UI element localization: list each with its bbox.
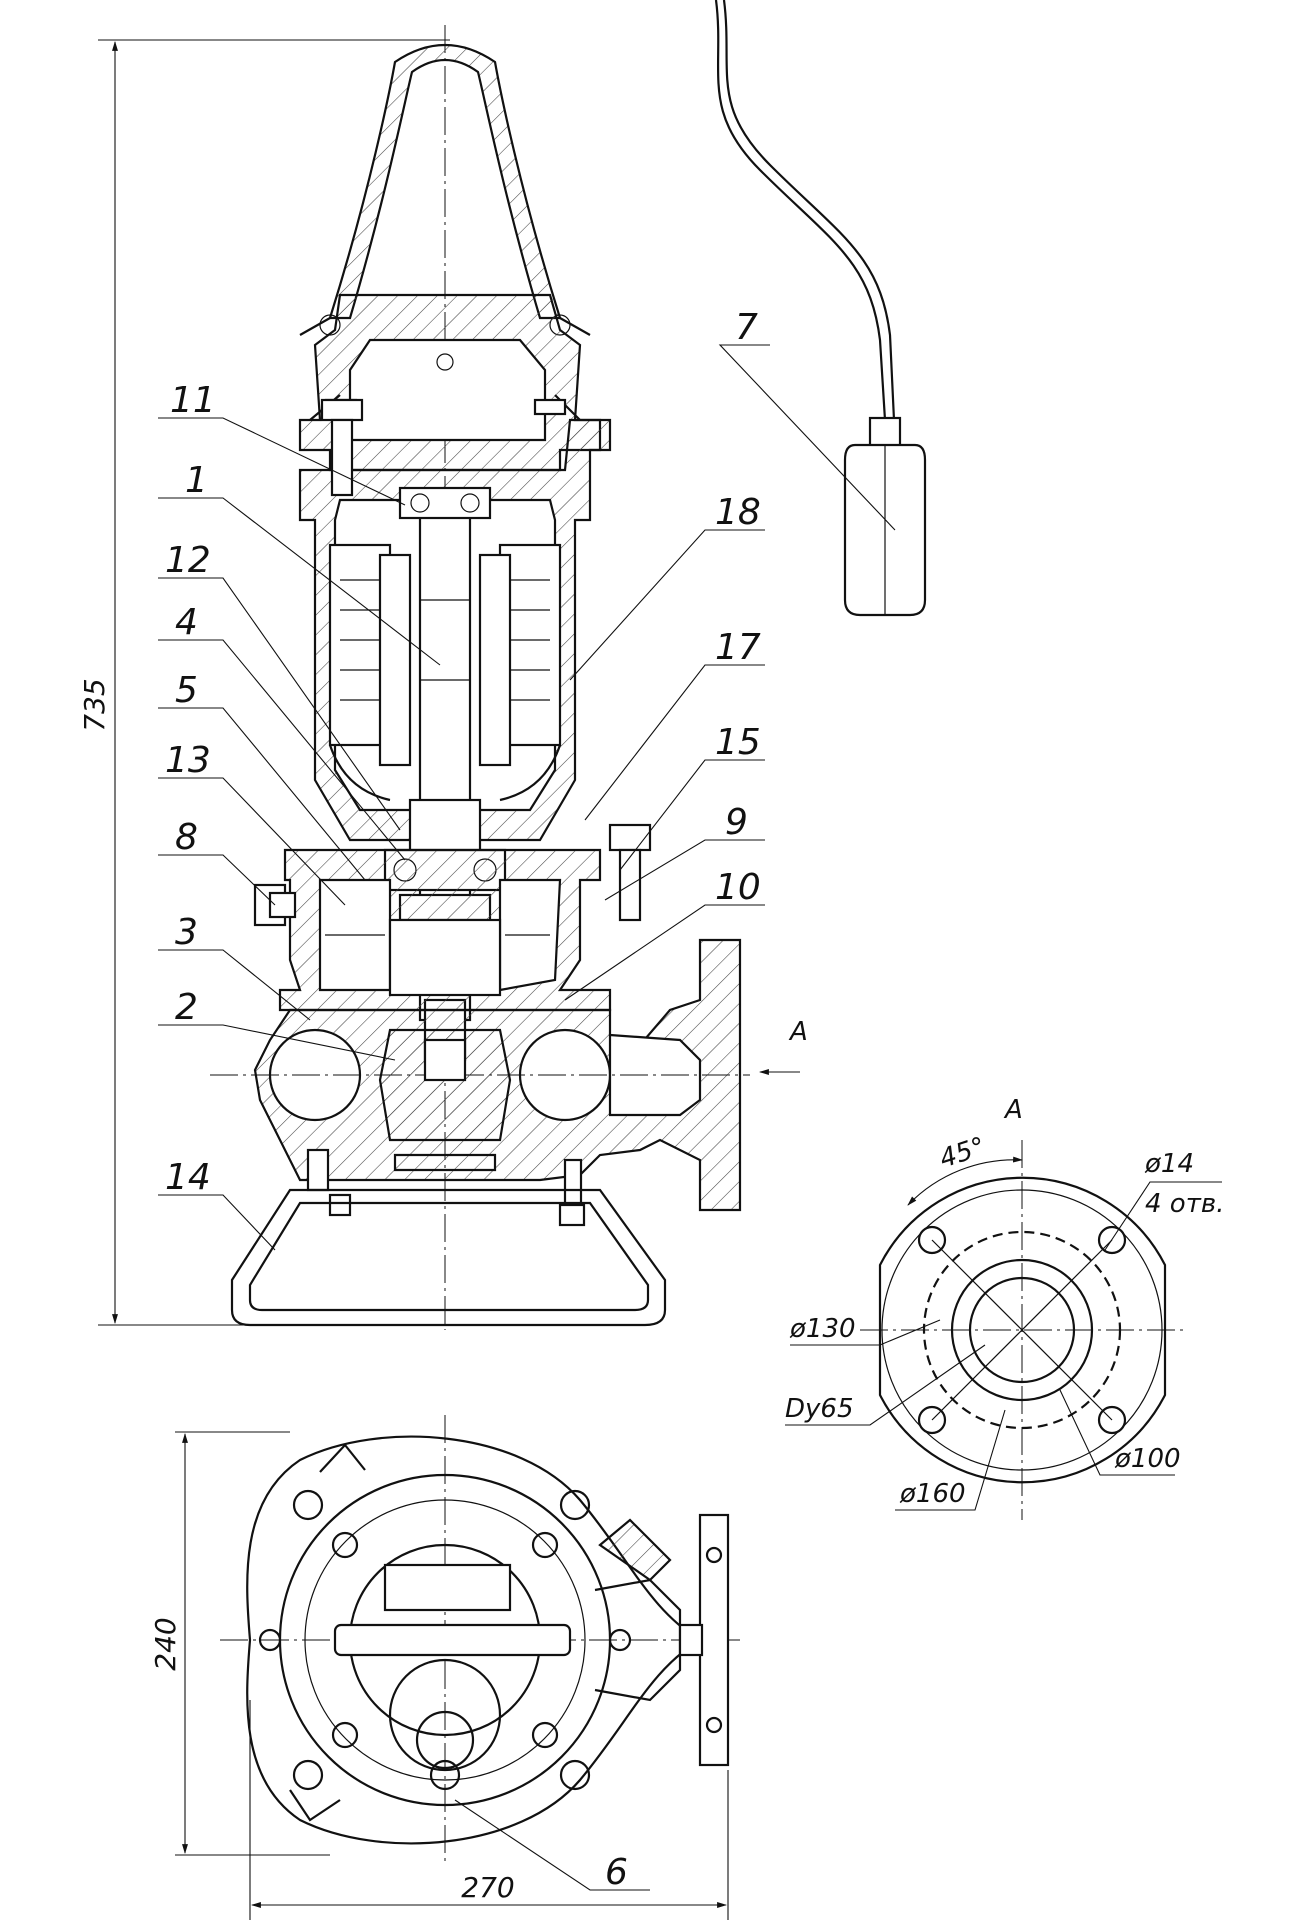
callout-12: 12 bbox=[165, 540, 211, 581]
top-view bbox=[220, 1415, 740, 1865]
callout-8: 8 bbox=[175, 817, 198, 858]
view-a-label: A bbox=[1003, 1095, 1023, 1125]
callout-18: 18 bbox=[715, 492, 761, 533]
impeller bbox=[378, 1028, 512, 1172]
stator bbox=[328, 543, 562, 802]
callout-10: 10 bbox=[715, 867, 761, 908]
callout-6: 6 bbox=[605, 1852, 628, 1893]
flange-view: A 45° ø14 4 отв. ø130 Dy65 ø160 ø100 bbox=[785, 1095, 1224, 1520]
callout-15: 15 bbox=[715, 722, 761, 763]
callout-17: 17 bbox=[715, 627, 761, 668]
callout-13: 13 bbox=[165, 740, 211, 781]
d160-label: ø160 bbox=[899, 1479, 966, 1509]
lifting-handle bbox=[299, 44, 591, 336]
callout-5: 5 bbox=[175, 670, 198, 711]
callout-9: 9 bbox=[725, 802, 748, 843]
hole-count-label: 4 отв. bbox=[1145, 1189, 1224, 1219]
top-view-height-dimension: 240 bbox=[149, 1431, 330, 1856]
section-arrow: A bbox=[759, 1017, 808, 1075]
callout-1: 1 bbox=[185, 460, 208, 501]
hole-diameter-label: ø14 bbox=[1144, 1149, 1194, 1179]
callout-4: 4 bbox=[175, 602, 198, 643]
angle-label: 45° bbox=[936, 1132, 989, 1175]
upper-bearing bbox=[398, 486, 492, 520]
top-view-height-label: 240 bbox=[149, 1617, 182, 1670]
top-left-bolt bbox=[320, 398, 364, 497]
main-section-view: A bbox=[210, 25, 808, 1330]
callout-3: 3 bbox=[175, 912, 198, 953]
top-view-bolts bbox=[258, 1489, 632, 1791]
callout-7: 7 bbox=[735, 307, 758, 348]
top-view-width-dimension: 270 bbox=[249, 1700, 729, 1920]
drain-plug bbox=[253, 883, 297, 927]
oil-chamber bbox=[278, 848, 612, 1012]
base-bolts bbox=[306, 1148, 586, 1227]
dy65-label: Dy65 bbox=[785, 1394, 854, 1424]
section-arrow-label: A bbox=[788, 1017, 808, 1047]
callout-leaders bbox=[158, 344, 896, 1891]
callout-numbers: 11 1 12 4 5 13 8 3 2 14 7 18 17 15 9 10 … bbox=[165, 307, 761, 1893]
height-dimension-label: 735 bbox=[78, 678, 111, 731]
float-switch bbox=[714, 0, 927, 617]
height-dimension: 735 bbox=[78, 39, 450, 1326]
callout-2: 2 bbox=[175, 987, 198, 1028]
d130-label: ø130 bbox=[789, 1314, 856, 1344]
callout-14: 14 bbox=[165, 1157, 211, 1198]
top-view-width-label: 270 bbox=[461, 1871, 514, 1904]
stand bbox=[230, 1188, 667, 1327]
callout-11: 11 bbox=[170, 380, 216, 421]
d100-label: ø100 bbox=[1114, 1444, 1181, 1474]
